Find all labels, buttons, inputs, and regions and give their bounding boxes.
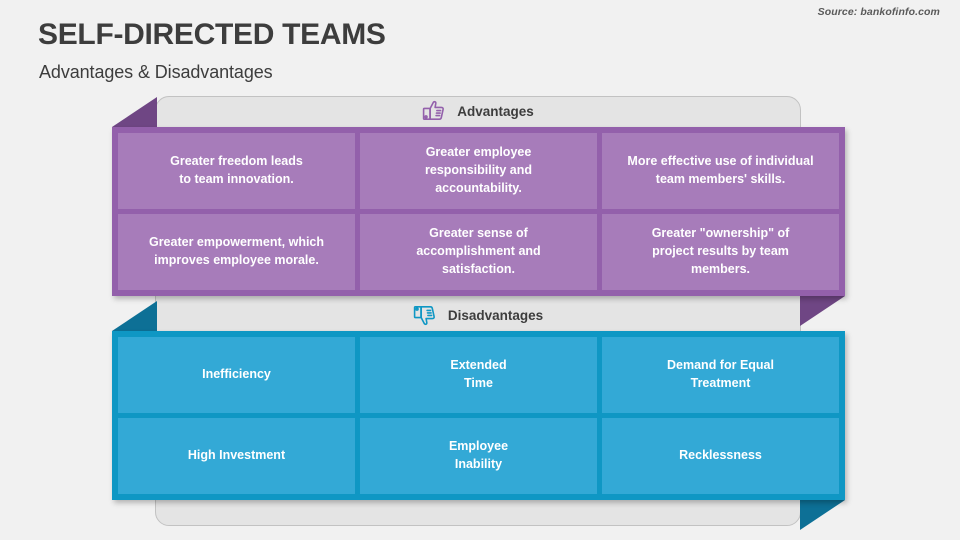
advantage-card[interactable]: Greater sense of accomplishment and sati… [360,214,597,290]
source-attribution: Source: bankofinfo.com [817,6,940,18]
section-header-advantages: Advantages [155,96,801,126]
disadvantage-card[interactable]: Recklessness [602,418,839,494]
disadvantages-fold-bottom-right [800,500,845,530]
section-header-disadvantages: Disadvantages [155,300,801,330]
disadvantage-card[interactable]: Demand for Equal Treatment [602,337,839,413]
thumbs-down-icon [413,304,437,326]
thumbs-up-icon [422,100,446,122]
advantage-card[interactable]: Greater freedom leads to team innovation… [118,133,355,209]
disadvantage-card[interactable]: Extended Time [360,337,597,413]
advantage-card[interactable]: Greater employee responsibility and acco… [360,133,597,209]
disadvantage-card[interactable]: Employee Inability [360,418,597,494]
page-subtitle: Advantages & Disadvantages [39,62,273,82]
disadvantage-card[interactable]: High Investment [118,418,355,494]
advantage-card[interactable]: More effective use of individual team me… [602,133,839,209]
section-label-disadvantages: Disadvantages [447,307,544,323]
advantage-card[interactable]: Greater empowerment, which improves empl… [118,214,355,290]
disadvantages-banner: Inefficiency Extended Time Demand for Eq… [112,331,845,500]
advantage-card[interactable]: Greater "ownership" of project results b… [602,214,839,290]
advantages-banner: Greater freedom leads to team innovation… [112,127,845,296]
advantages-fold-bottom-right [800,296,845,326]
section-label-advantages: Advantages [457,103,534,119]
page-title: SELF-DIRECTED TEAMS [38,18,386,51]
advantages-fold-top-left [112,97,157,127]
disadvantage-card[interactable]: Inefficiency [118,337,355,413]
disadvantages-fold-top-left [112,301,157,331]
